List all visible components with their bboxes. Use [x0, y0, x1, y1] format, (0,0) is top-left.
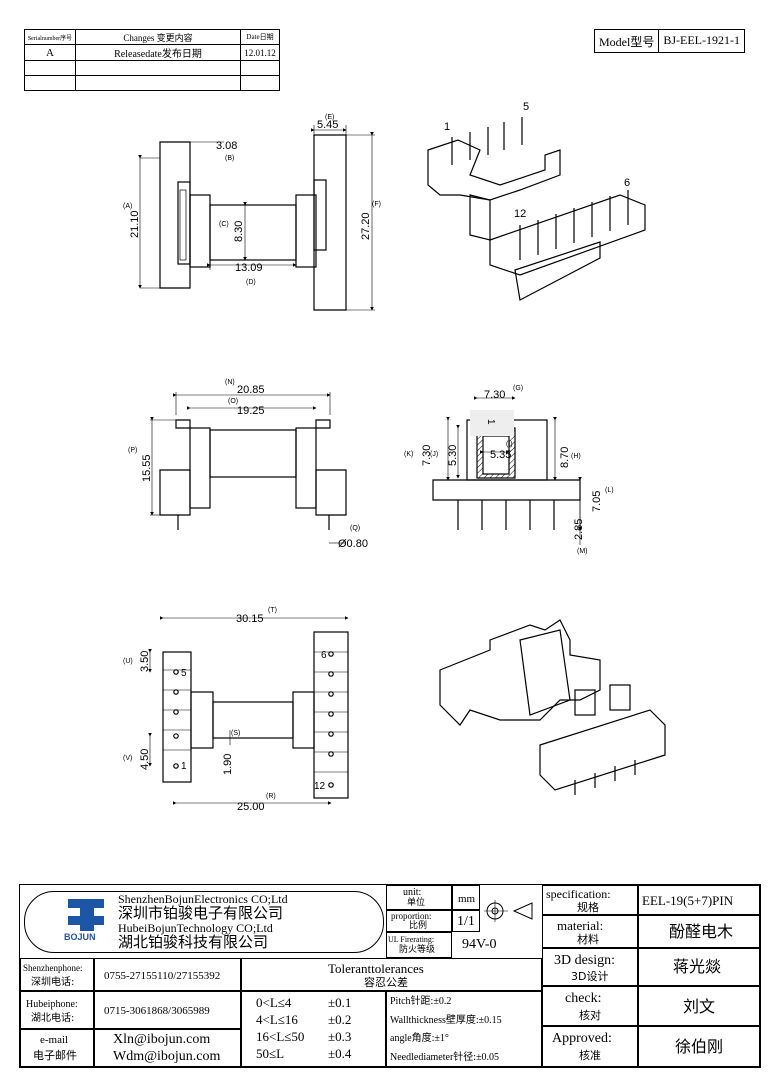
model-label: Model型号	[595, 30, 660, 52]
hb-phone-label: Hubeiphone: 湖北电话:	[20, 991, 94, 1029]
pin-5-top: 5	[523, 101, 529, 113]
dim-M-val: 2.85	[573, 519, 585, 540]
dim-K-val: 7.30	[421, 445, 433, 466]
dim-T-val: 30.15	[236, 613, 264, 625]
approved-value-cell: 徐伯刚	[638, 1026, 760, 1067]
pin-1-foot: 1	[181, 761, 187, 772]
sz-phone-value: 0755-27155110/27155392	[94, 958, 241, 991]
dim-C-val: 8.30	[233, 221, 245, 242]
dim-K: (K)	[404, 451, 413, 458]
dim-I: (I)	[506, 441, 513, 448]
iso-view-bottom	[439, 619, 666, 795]
footprint-view	[148, 616, 349, 805]
bottom-front-view	[150, 392, 347, 544]
technical-drawing: 3.08 (B) (A) 21.10 (C) 8.30 13.09 (D) (E…	[123, 101, 666, 813]
model-value: BJ-EEL-1921-1	[663, 33, 740, 47]
dim-L: (L)	[605, 487, 614, 494]
dim-R: (R)	[266, 793, 276, 800]
dim-P-val: 15.55	[141, 454, 153, 482]
pin-1-end: 1	[485, 419, 496, 425]
dim-J: (J)	[430, 451, 438, 458]
company-name-cn-1: 深圳市铂骏电子有限公司	[118, 904, 284, 922]
title-block: BOJUN ShenzhenBojunElectronics CO;Ltd 深圳…	[19, 884, 761, 1068]
dim-S: (S)	[231, 730, 240, 737]
dim-D: (D)	[246, 279, 256, 286]
dim-J-val: 5.30	[447, 445, 459, 466]
logo-text: BOJUN	[64, 932, 96, 942]
dim-S-val: 1.90	[222, 754, 234, 775]
dim-D-val: 13.09	[235, 262, 263, 274]
proportion-value-cell: 1/1	[452, 910, 480, 932]
check-label-cell: check: 核对	[542, 986, 638, 1026]
dim-U-val: 3.50	[139, 651, 151, 672]
dim-F: (F)	[372, 201, 381, 208]
dim-M: (M)	[577, 548, 588, 555]
hb-phone-value: 0715-3061868/3065989	[94, 991, 241, 1029]
dim-T: (T)	[268, 607, 277, 614]
iso-view-top	[427, 117, 646, 301]
model-box: Model型号 BJ-EEL-1921-1	[594, 29, 745, 53]
dim-V-val: 4.50	[139, 749, 151, 770]
side-view	[311, 125, 375, 311]
dim-N: (N)	[225, 379, 235, 386]
tolerance-spec-cell: Pitch针距:±0.2 Wallthickness壁厚度:±0.15 angl…	[386, 991, 542, 1067]
spec-value-cell: EEL-19(5+7)PIN	[638, 885, 760, 915]
tolerance-title-cell: Toleranttolerances 容忍公差	[241, 958, 542, 991]
proportion-label-cell: proportion: 比例	[386, 910, 452, 932]
dim-B: (B)	[225, 155, 234, 162]
dim-E: (E)	[325, 114, 334, 121]
dim-F-val: 27.20	[360, 212, 372, 240]
email-label: e-mail 电子邮件	[20, 1029, 94, 1067]
design-value-cell: 蒋光燚	[638, 948, 760, 986]
dim-I-val: 5.35	[490, 449, 511, 461]
dim-U: (U)	[123, 658, 133, 665]
unit-label-cell: unit: 单位	[386, 885, 452, 910]
dim-O: (O)	[228, 398, 238, 405]
dim-L-val: 7.05	[591, 491, 603, 512]
dim-E-val: 5.45	[317, 119, 338, 131]
tolerance-range-cell: 0<L≤4 ±0.1 4<L≤16 ±0.2 16<L≤50 ±0.3 50≤L…	[241, 991, 386, 1067]
pin-12-top: 12	[514, 208, 526, 220]
check-value-cell: 刘文	[638, 986, 760, 1026]
design-label-cell: 3D design: 3D设计	[542, 948, 638, 986]
dim-C: (C)	[219, 221, 229, 228]
dim-H-val: 8.70	[559, 447, 571, 468]
dim-B-val: 3.08	[216, 140, 237, 152]
dim-A: (A)	[123, 203, 132, 210]
sz-phone-label: Shenzhenphone: 深圳电话:	[20, 958, 94, 991]
projection-symbol-icon	[484, 900, 533, 922]
dim-R-val: 25.00	[237, 801, 265, 813]
unit-value-cell: mm	[452, 885, 480, 910]
revision-table: Serialnumber序号 Changes 变更内容 Date日期 A Rel…	[24, 29, 280, 91]
dim-G-val: 7.30	[484, 389, 505, 401]
dim-O-val: 19.25	[237, 405, 265, 417]
company-area: BOJUN ShenzhenBojunElectronics CO;Ltd 深圳…	[20, 885, 386, 958]
pin-5-foot: 5	[181, 668, 187, 679]
pin-1-top: 1	[444, 121, 450, 133]
pin-12-foot: 12	[314, 781, 326, 792]
company-name-en-2: HubeiBojunTechnology CO;Ltd	[118, 921, 273, 935]
fire-value: 94V-0	[462, 937, 497, 952]
dim-A-val: 21.10	[129, 210, 141, 238]
front-view	[138, 141, 317, 289]
bojun-logo-icon	[68, 899, 104, 931]
spec-label-cell: specification: 规格	[542, 885, 638, 915]
fire-label-cell: UL Firerating: 防火等级	[386, 932, 452, 958]
dim-N-val: 20.85	[237, 384, 265, 396]
dim-G: (G)	[513, 385, 523, 392]
dim-H: (H)	[571, 453, 581, 460]
material-value-cell: 酚醛电木	[638, 915, 760, 948]
dim-Q-val: Ø0.80	[338, 538, 368, 550]
material-label-cell: material: 材料	[542, 915, 638, 948]
email-value: Xln@ibojun.com Wdm@ibojun.com	[94, 1029, 241, 1067]
dim-Q: (Q)	[350, 525, 360, 532]
company-name-en-1: ShenzhenBojunElectronics CO;Ltd	[118, 892, 288, 906]
dim-P: (P)	[128, 447, 137, 454]
company-name-cn-2: 湖北铂骏科技有限公司	[118, 933, 269, 951]
pin-6-top: 6	[624, 177, 630, 189]
pin-6-foot: 6	[321, 650, 327, 661]
dim-V: (V)	[123, 755, 132, 762]
approved-label-cell: Approved: 核准	[542, 1026, 638, 1067]
